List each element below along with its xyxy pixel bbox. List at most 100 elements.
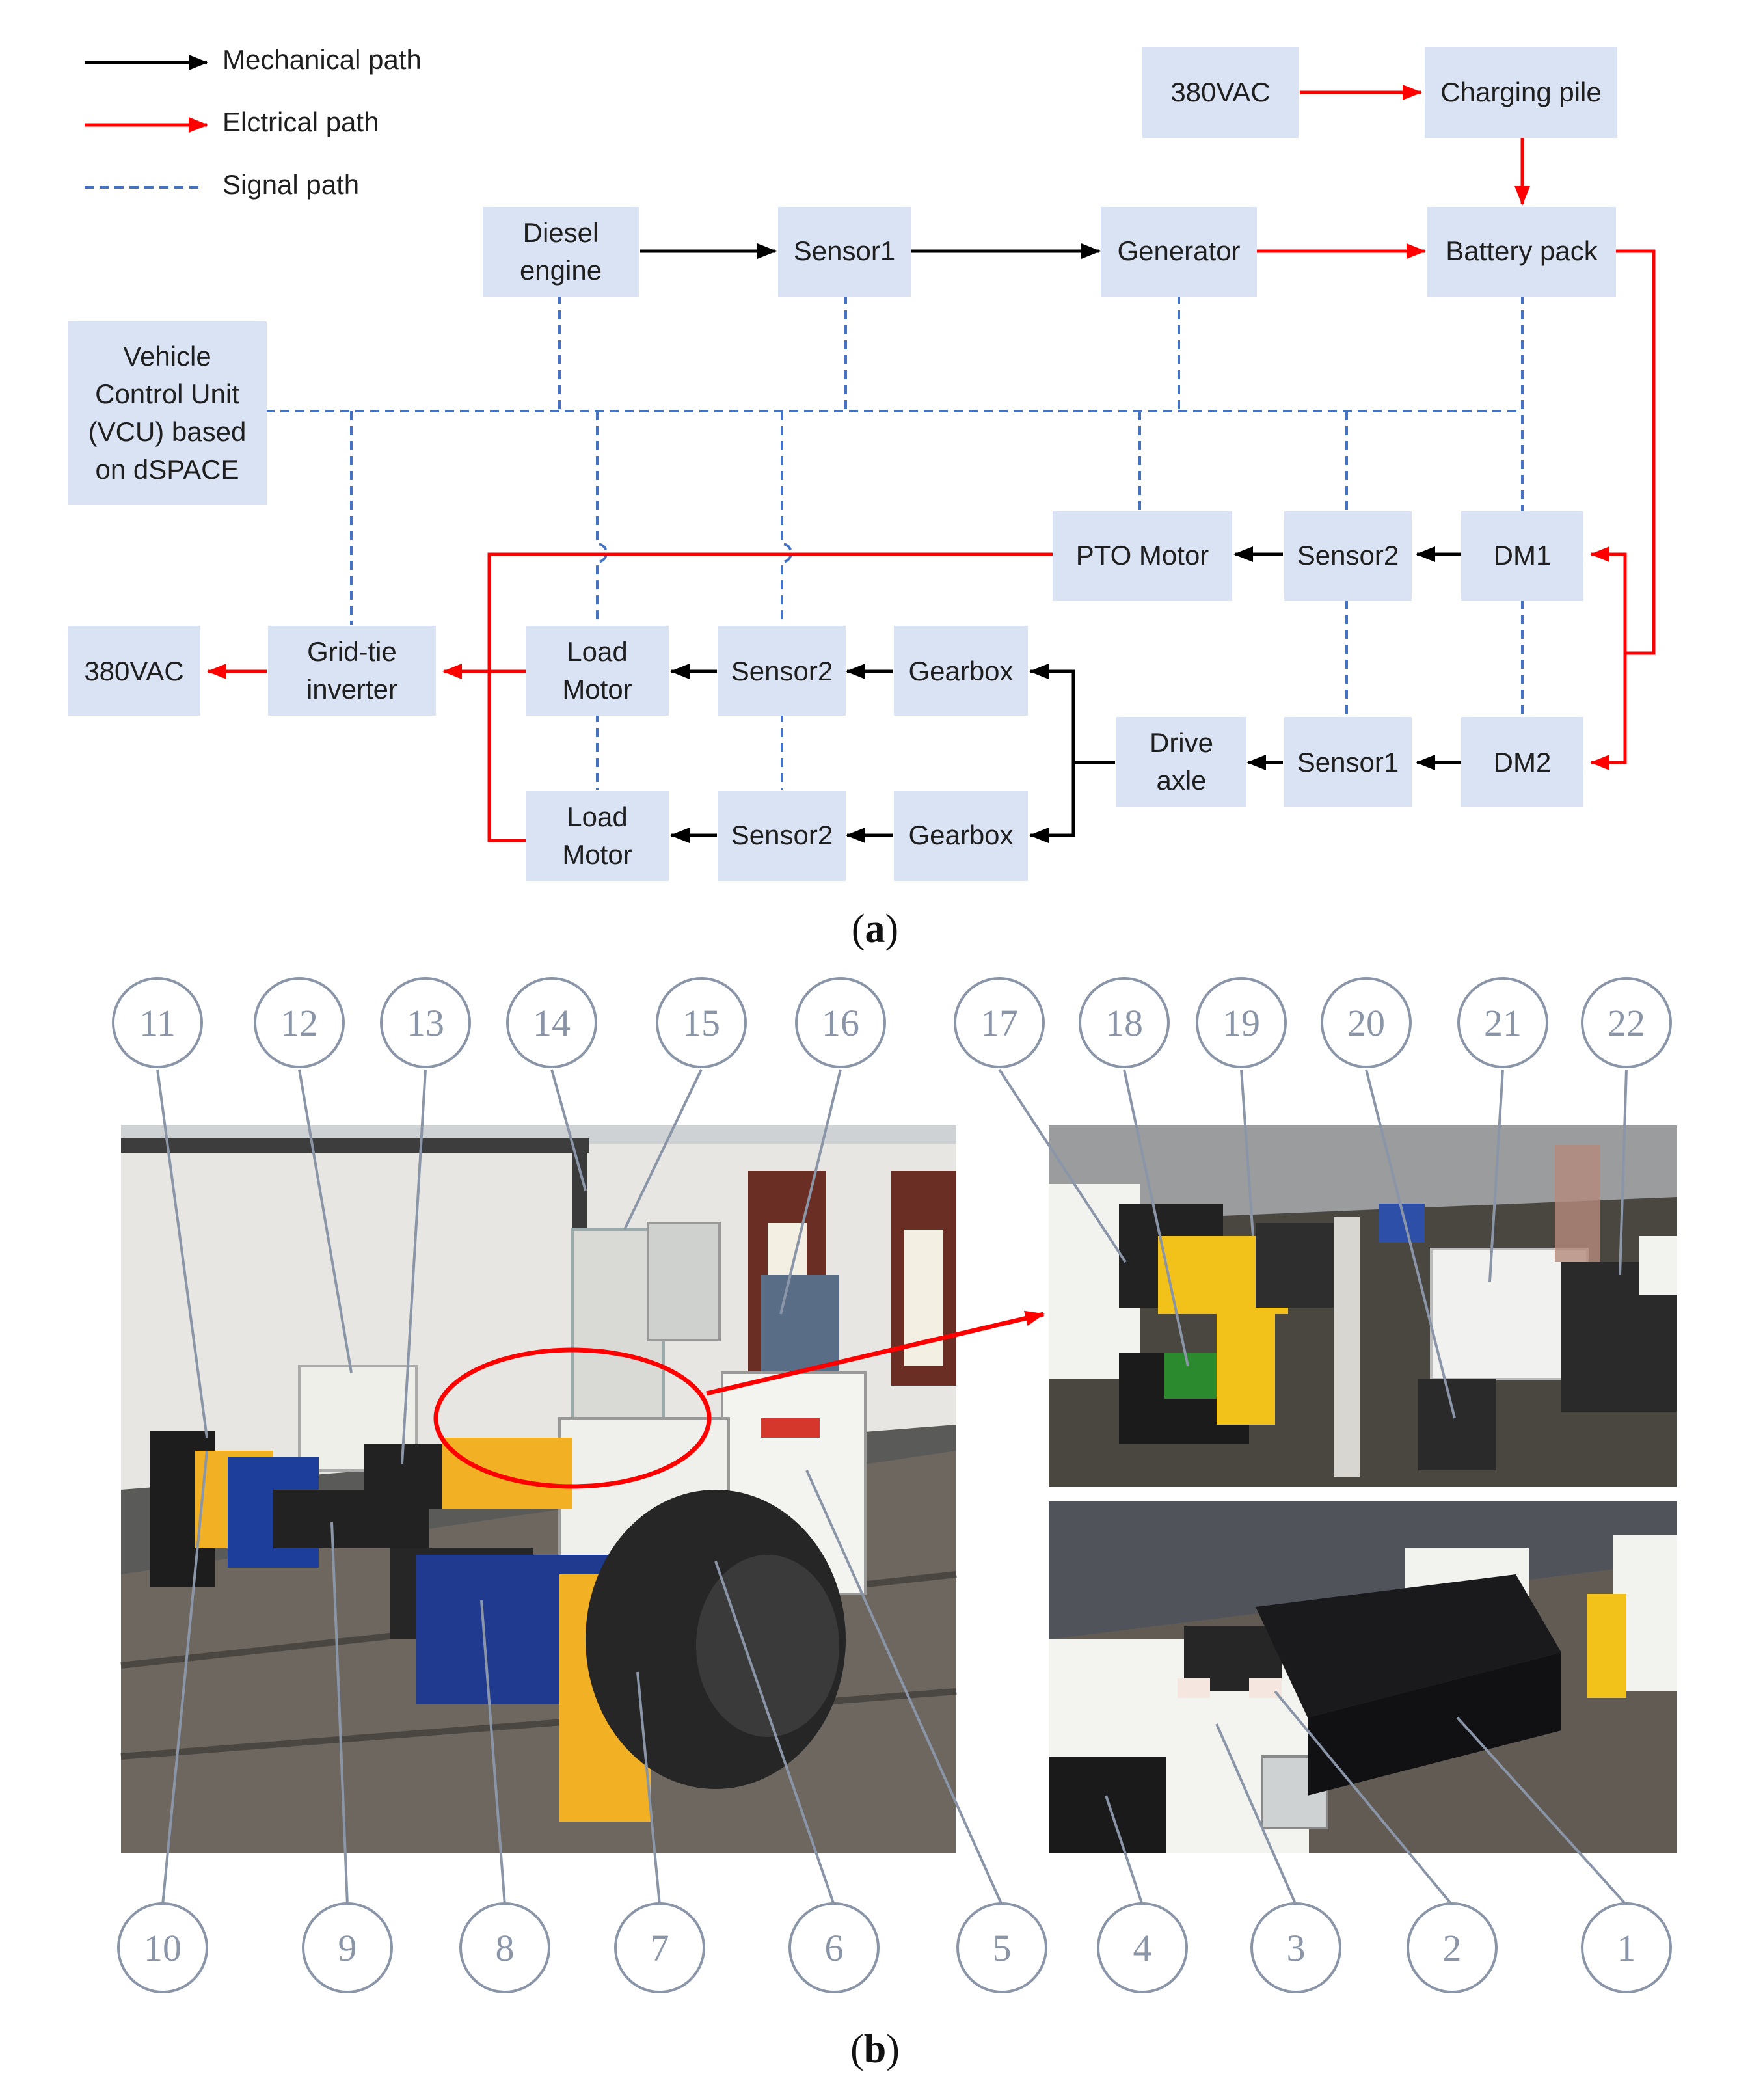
svg-text:5: 5 — [993, 1927, 1012, 1969]
photo-left — [120, 1125, 957, 1853]
callouts-top: 11 12 13 14 15 16 17 18 19 20 21 22 — [112, 977, 1672, 1068]
pto-motor-box: PTO Motor — [1053, 511, 1232, 601]
highlight-ellipse — [433, 1347, 712, 1489]
legend-signal-label: Signal path — [222, 169, 359, 200]
legend-mechanical-label: Mechanical path — [222, 44, 422, 75]
svg-text:4: 4 — [1133, 1927, 1152, 1969]
svg-text:15: 15 — [682, 1002, 720, 1044]
drive-axle-label-1: Drive — [1150, 727, 1213, 758]
diesel-engine-label-1: Diesel — [523, 217, 599, 248]
svg-text:22: 22 — [1608, 1002, 1645, 1044]
svg-text:2: 2 — [1443, 1927, 1462, 1969]
gearbox-1-box: Gearbox — [894, 626, 1028, 716]
caption-b: (b) — [850, 2027, 900, 2071]
callout-10: 10 — [117, 1902, 208, 1993]
drive-axle-label-2: axle — [1156, 765, 1206, 796]
callout-11: 11 — [112, 977, 203, 1068]
callout-18: 18 — [1079, 977, 1170, 1068]
caption-a: (a) — [852, 907, 898, 951]
svg-text:6: 6 — [825, 1927, 844, 1969]
gearbox-2-label: Gearbox — [908, 820, 1013, 850]
gearbox-2-box: Gearbox — [894, 791, 1028, 881]
callout-13: 13 — [380, 977, 471, 1068]
electrical-paths — [207, 85, 1656, 842]
load-motor-2-box: Load Motor — [526, 791, 669, 881]
load-motor-1-label-2: Motor — [562, 674, 632, 705]
sensor2-load2-label: Sensor2 — [731, 820, 833, 850]
svg-text:8: 8 — [496, 1927, 515, 1969]
svg-text:20: 20 — [1347, 1002, 1385, 1044]
sensor2-load2-box: Sensor2 — [718, 791, 846, 881]
callout-14: 14 — [506, 977, 597, 1068]
legend-electrical-label: Elctrical path — [222, 107, 379, 137]
dm2-box: DM2 — [1461, 717, 1583, 807]
gearbox-1-label: Gearbox — [908, 656, 1013, 686]
sensor1-top-box: Sensor1 — [778, 207, 911, 297]
callout-20: 20 — [1321, 977, 1412, 1068]
load-motor-2-label-2: Motor — [562, 839, 632, 870]
callout-8: 8 — [459, 1902, 550, 1993]
callout-1: 1 — [1581, 1902, 1672, 1993]
callout-19: 19 — [1196, 977, 1287, 1068]
dm1-box: DM1 — [1461, 511, 1583, 601]
sensor2-pto-label: Sensor2 — [1297, 540, 1399, 571]
grid-source-box: 380VAC — [1142, 47, 1299, 138]
callout-21: 21 — [1457, 977, 1548, 1068]
mechanical-paths — [640, 243, 1461, 843]
callout-22: 22 — [1581, 977, 1672, 1068]
charging-pile-label: Charging pile — [1440, 77, 1602, 107]
svg-text:11: 11 — [139, 1002, 176, 1044]
svg-text:14: 14 — [533, 1002, 571, 1044]
charging-pile-box: Charging pile — [1425, 47, 1617, 138]
callout-6: 6 — [788, 1902, 880, 1993]
vcu-label-1: Vehicle — [123, 341, 211, 371]
callout-16: 16 — [795, 977, 886, 1068]
callout-12: 12 — [254, 977, 345, 1068]
generator-box: Generator — [1101, 207, 1257, 297]
vcu-box: Vehicle Control Unit (VCU) based on dSPA… — [68, 321, 267, 505]
grid-source-label: 380VAC — [1170, 77, 1270, 107]
grid-output-label: 380VAC — [84, 656, 183, 686]
callout-3: 3 — [1250, 1902, 1341, 1993]
load-motor-1-box: Load Motor — [526, 626, 669, 716]
svg-text:18: 18 — [1105, 1002, 1143, 1044]
callout-7: 7 — [614, 1902, 705, 1993]
grid-tie-inverter-label-1: Grid-tie — [307, 636, 397, 667]
battery-pack-box: Battery pack — [1427, 207, 1616, 297]
highlight-arrow — [706, 1310, 1045, 1396]
callout-15: 15 — [656, 977, 747, 1068]
battery-pack-label: Battery pack — [1446, 236, 1598, 266]
generator-label: Generator — [1117, 236, 1240, 266]
diesel-engine-label-2: engine — [520, 255, 602, 286]
grid-output-box: 380VAC — [68, 626, 200, 716]
dm1-label: DM1 — [1494, 540, 1552, 571]
callout-4: 4 — [1097, 1902, 1188, 1993]
callout-5: 5 — [956, 1902, 1047, 1993]
svg-text:17: 17 — [980, 1002, 1018, 1044]
svg-text:21: 21 — [1484, 1002, 1522, 1044]
photo-right-top — [1049, 1125, 1677, 1487]
grid-tie-inverter-label-2: inverter — [306, 674, 397, 705]
sensor2-load1-box: Sensor2 — [718, 626, 846, 716]
svg-text:13: 13 — [407, 1002, 444, 1044]
diesel-engine-box: Diesel engine — [483, 207, 639, 297]
load-motor-1-label-1: Load — [567, 636, 627, 667]
photo-right-bottom — [1049, 1501, 1677, 1853]
drive-axle-box: Drive axle — [1116, 717, 1246, 807]
legend: Mechanical path Elctrical path Signal pa… — [85, 44, 422, 200]
callout-2: 2 — [1407, 1902, 1498, 1993]
svg-text:7: 7 — [651, 1927, 669, 1969]
vcu-label-3: (VCU) based — [88, 416, 247, 447]
diagram-boxes: 380VAC Charging pile Diesel engine Senso… — [68, 47, 1617, 881]
svg-text:16: 16 — [822, 1002, 859, 1044]
grid-tie-inverter-box: Grid-tie inverter — [268, 626, 436, 716]
callout-9: 9 — [302, 1902, 393, 1993]
svg-text:1: 1 — [1617, 1927, 1636, 1969]
sensor2-load1-label: Sensor2 — [731, 656, 833, 686]
dm2-label: DM2 — [1494, 747, 1552, 777]
svg-text:12: 12 — [280, 1002, 318, 1044]
svg-text:3: 3 — [1287, 1927, 1306, 1969]
vcu-label-4: on dSPACE — [95, 454, 239, 485]
sensor1-axle-label: Sensor1 — [1297, 747, 1399, 777]
